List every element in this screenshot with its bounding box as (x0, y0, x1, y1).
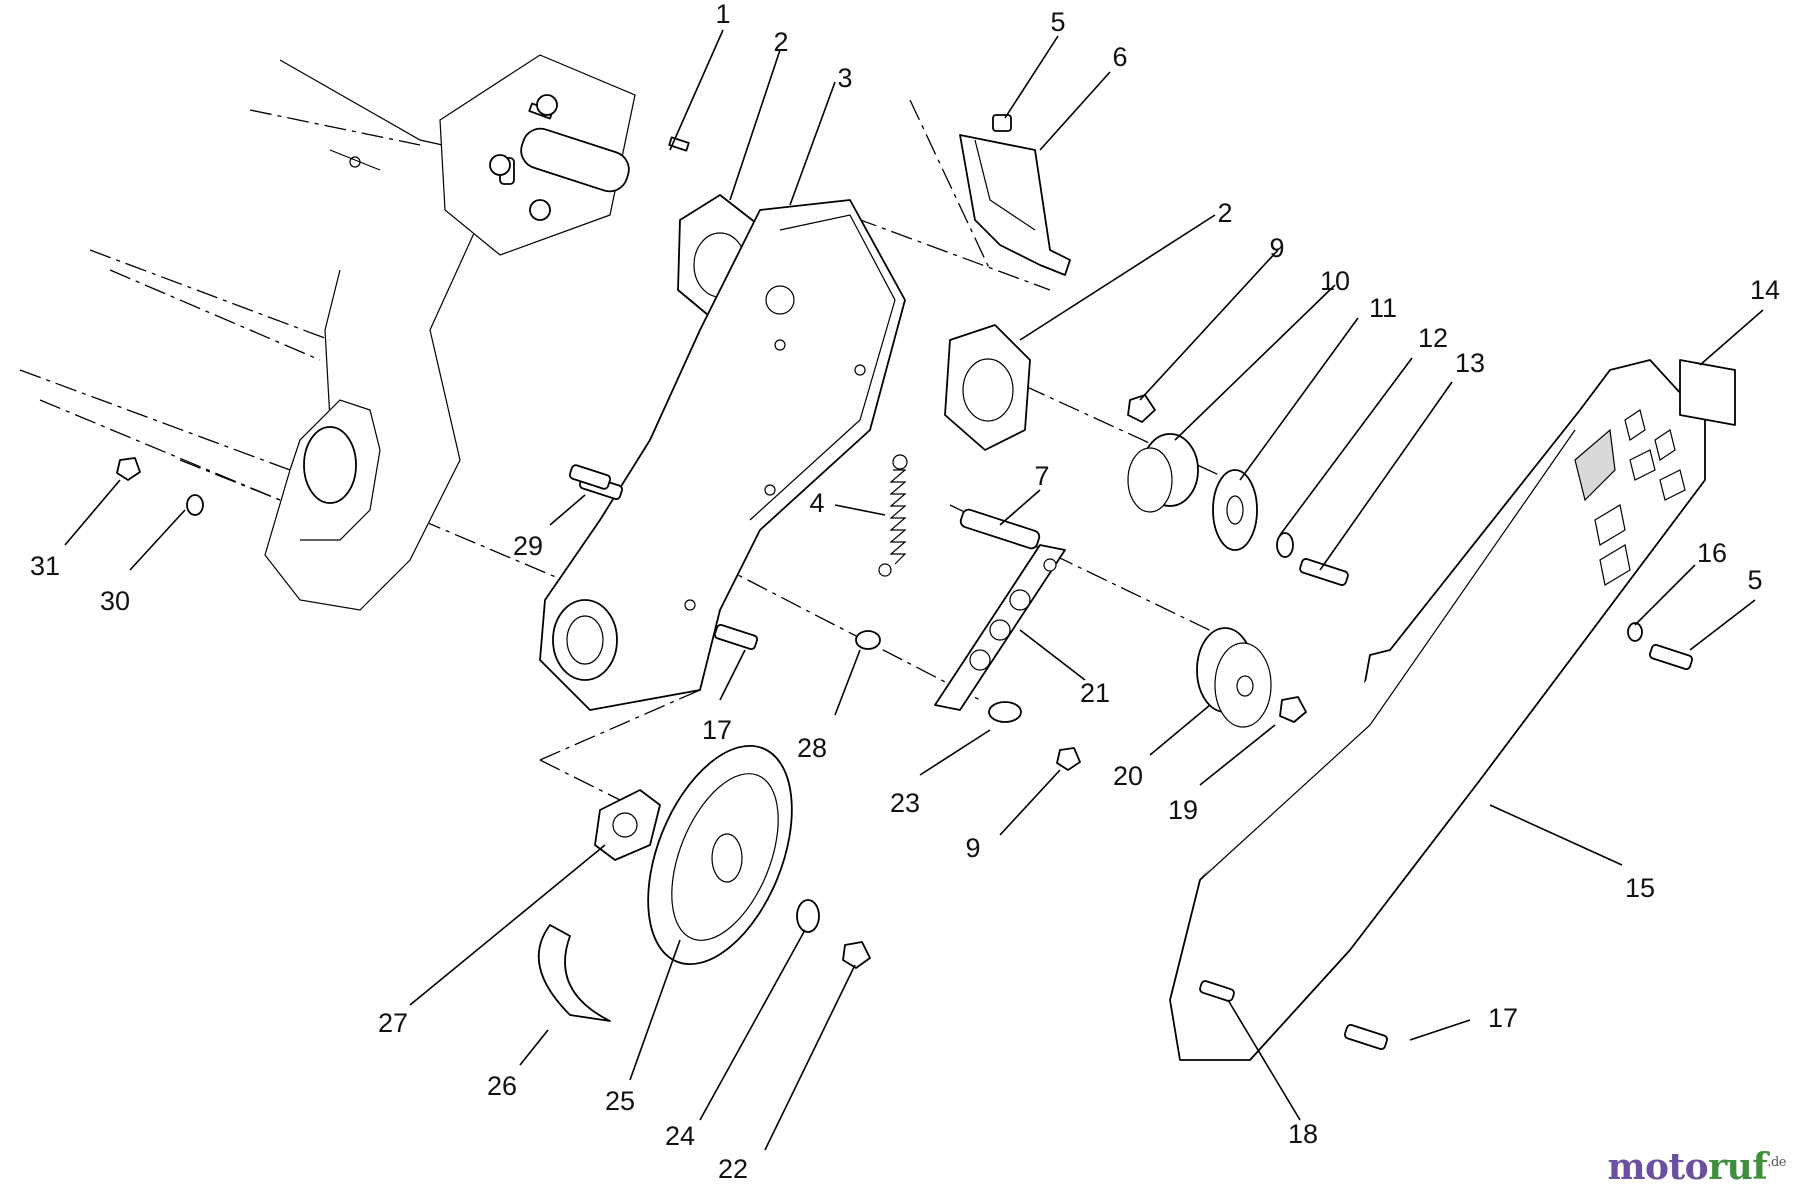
idler-arm-group (579, 473, 1307, 771)
watermark-part1: moto (1607, 1146, 1709, 1188)
callout-26: 26 (487, 1071, 517, 1101)
callout-18: 18 (1288, 1119, 1318, 1149)
callout-11: 11 (1369, 293, 1397, 323)
callout-25: 25 (605, 1086, 635, 1116)
spring-and-stud (878, 454, 1041, 577)
callout-6: 6 (1112, 42, 1127, 72)
callout-13: 13 (1455, 348, 1485, 378)
callout-28: 28 (797, 733, 827, 763)
watermark-suffix: .de (1767, 1155, 1786, 1170)
callout-17b: 17 (1488, 1003, 1518, 1033)
callout-31: 31 (30, 551, 60, 581)
bearing-stack-right (944, 324, 1349, 586)
drive-pulley-group (537, 744, 871, 1022)
callout-21: 21 (1080, 678, 1110, 708)
callout-5: 5 (1050, 7, 1065, 37)
callout-12: 12 (1418, 323, 1448, 353)
callout-20: 20 (1113, 761, 1143, 791)
belt-housing-plate (539, 199, 906, 711)
callout-19: 19 (1168, 795, 1198, 825)
watermark-part2: ruf (1708, 1146, 1768, 1188)
shaft-bracket-group (439, 54, 690, 256)
callout-23: 23 (890, 788, 920, 818)
left-fasteners (116, 457, 612, 516)
auger-housing (19, 59, 481, 611)
belt-cover (1169, 359, 1736, 1061)
watermark-logo: motoruf.de (1607, 1146, 1786, 1188)
callout-30: 30 (100, 586, 130, 616)
callout-22: 22 (718, 1154, 748, 1184)
callout-5b: 5 (1747, 565, 1762, 595)
callout-4: 4 (809, 488, 824, 518)
callout-29: 29 (513, 531, 543, 561)
callout-24: 24 (665, 1121, 695, 1151)
callout-15: 15 (1625, 873, 1655, 903)
callout-1: 1 (715, 0, 730, 29)
callout-7: 7 (1034, 461, 1049, 491)
callout-16: 16 (1697, 538, 1727, 568)
idler-bracket (959, 114, 1071, 276)
callout-14: 14 (1750, 275, 1780, 305)
callout-labels: 1 2 3 5 6 2 9 10 11 12 13 14 4 7 31 30 2… (30, 0, 1780, 1184)
callout-2b: 2 (1217, 198, 1232, 228)
callout-10: 10 (1320, 266, 1350, 296)
callout-27: 27 (378, 1008, 408, 1038)
callout-2: 2 (773, 27, 788, 57)
callout-17: 17 (702, 715, 732, 745)
leader-lines (64, 29, 1764, 1151)
callout-9: 9 (1269, 233, 1284, 263)
callout-3: 3 (837, 63, 852, 93)
callout-9b: 9 (965, 833, 980, 863)
